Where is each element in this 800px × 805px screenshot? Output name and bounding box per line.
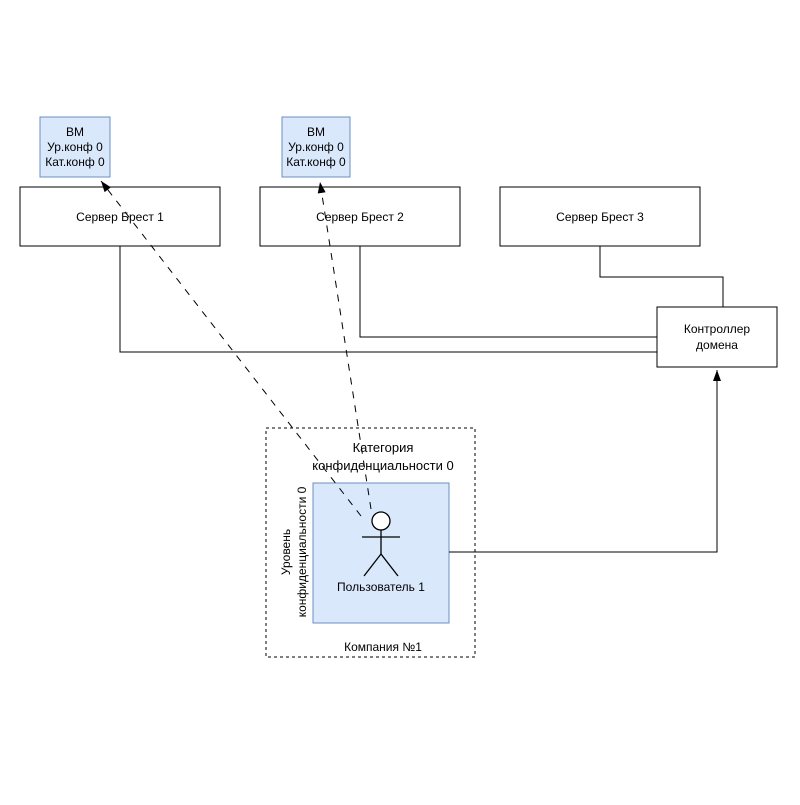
vm-box-2-rect <box>281 116 351 178</box>
confidentiality-category-label: Категория конфиденциальности 0 <box>312 440 453 473</box>
domain-controller-label-line1: Контроллер <box>684 322 751 336</box>
figure-head <box>371 511 391 531</box>
vm-box-1-rect <box>39 116 111 178</box>
vm-2-conf-level: Ур.конф 0 <box>288 140 344 154</box>
server-2-label: Сервер Брест 2 <box>316 210 404 224</box>
level-label-line1: Уровень <box>279 529 293 575</box>
category-label-line2: конфиденциальности 0 <box>312 458 453 473</box>
server-box-3: Сервер Брест 3 <box>499 186 701 247</box>
vm-2-title: ВМ <box>307 125 325 139</box>
vm-1-conf-category: Кат.конф 0 <box>45 155 105 169</box>
server3-controller-connector <box>599 246 724 307</box>
server-1-label: Сервер Брест 1 <box>76 210 164 224</box>
user-box: Пользователь 1 <box>312 482 450 624</box>
vm-box-2: ВМ Ур.конф 0 Кат.конф 0 <box>281 116 351 178</box>
user-controller-arrow <box>449 370 721 553</box>
server2-controller-connector <box>359 246 657 338</box>
company-label: Компания №1 <box>344 640 422 654</box>
figure-left-leg <box>363 553 382 577</box>
company-boundary: Компания №1 <box>265 427 476 658</box>
server-box-1: Сервер Брест 1 <box>19 186 221 247</box>
user-figure-icon <box>362 511 400 577</box>
server-box-3-rect <box>499 186 701 247</box>
vm-2-conf-category: Кат.конф 0 <box>286 155 346 169</box>
vm-1-conf-level: Ур.конф 0 <box>47 140 103 154</box>
server-box-2-rect <box>259 186 461 247</box>
user-vm1-dashed-arrow <box>100 180 362 517</box>
category-label-line1: Категория <box>353 440 414 455</box>
user-label: Пользователь 1 <box>337 580 425 594</box>
domain-controller-label-line2: домена <box>696 338 738 352</box>
company-boundary-rect <box>265 427 476 658</box>
vm-box-1: ВМ Ур.конф 0 Кат.конф 0 <box>39 116 111 178</box>
server-3-label: Сервер Брест 3 <box>556 210 644 224</box>
figure-right-leg <box>380 553 399 577</box>
domain-controller-box: Контроллер домена <box>656 306 778 368</box>
confidentiality-level-label: Уровень конфиденциальности 0 <box>279 486 309 617</box>
server1-controller-connector <box>119 246 657 353</box>
level-label-line2: конфиденциальности 0 <box>295 486 309 617</box>
server-box-2: Сервер Брест 2 <box>259 186 461 247</box>
domain-controller-rect <box>656 306 778 368</box>
server-box-1-rect <box>19 186 221 247</box>
vm-1-title: ВМ <box>66 125 84 139</box>
